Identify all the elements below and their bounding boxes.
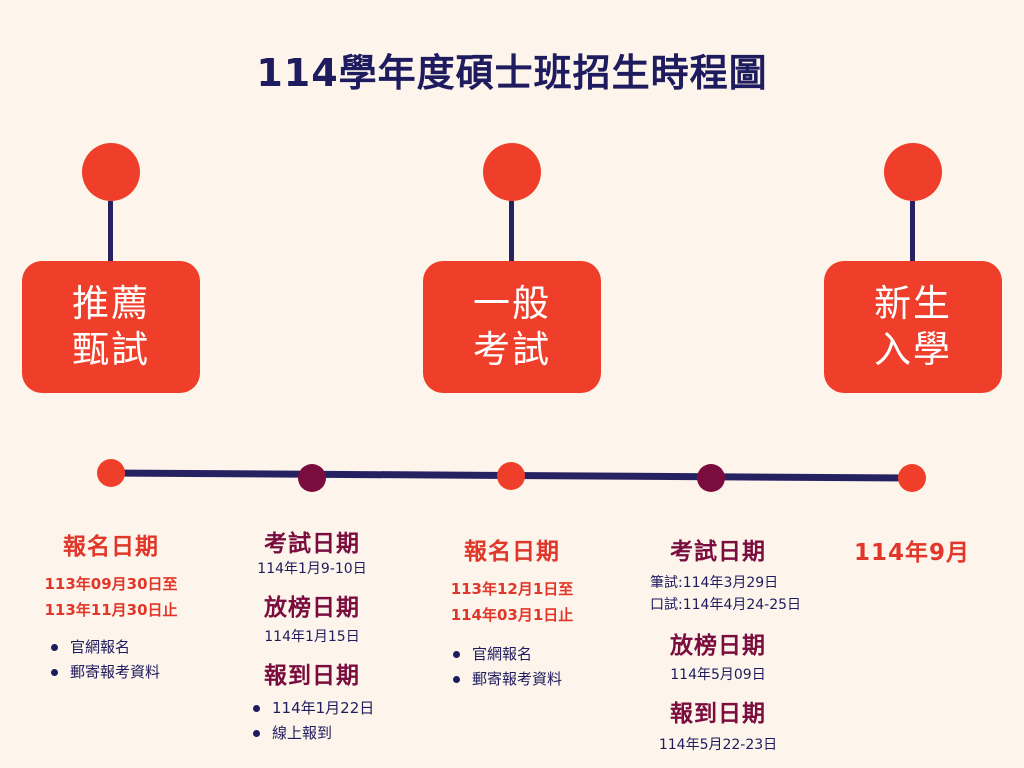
stage-box-general-exam: 一般 考試	[423, 261, 601, 393]
stage-label-line1: 新生	[874, 282, 952, 325]
exam-date: 114年1月9-10日	[257, 561, 367, 577]
registration-date-end: 113年11月30日止	[44, 601, 178, 619]
registration-heading: 報名日期	[63, 534, 159, 560]
page-title: 114學年度碩士班招生時程圖	[256, 51, 768, 95]
column-enrollment: 114年9月	[832, 533, 992, 567]
list-item: 官網報名	[48, 635, 202, 660]
pin-circle-1	[82, 143, 140, 201]
column-recommendation-exam: 考試日期 114年1月9-10日 放榜日期 114年1月15日 報到日期 114…	[222, 524, 402, 746]
stage-label-line1: 推薦	[72, 282, 150, 325]
registration-date-start: 113年09月30日至	[44, 575, 178, 593]
pin-circle-2	[483, 143, 541, 201]
result-heading: 放榜日期	[670, 633, 766, 659]
registration-heading: 報名日期	[464, 539, 560, 565]
result-heading: 放榜日期	[264, 595, 360, 621]
register-date: 114年5月22-23日	[658, 737, 778, 753]
list-item: 郵寄報考資料	[450, 667, 604, 692]
stage-box-recommendation: 推薦 甄試	[22, 261, 200, 393]
register-heading: 報到日期	[264, 663, 360, 689]
pin-stem-2	[509, 201, 514, 261]
timeline-node-5	[898, 464, 926, 492]
column-general-registration: 報名日期 113年12月1日至 114年03月1日止 官網報名 郵寄報考資料	[420, 532, 604, 692]
registration-date-start: 113年12月1日至	[450, 580, 574, 598]
timeline-node-3	[497, 462, 525, 490]
written-exam-date: 筆試:114年3月29日	[650, 575, 779, 591]
timeline-node-2	[298, 464, 326, 492]
stage-label-line2: 考試	[473, 328, 551, 371]
list-item: 官網報名	[450, 642, 604, 667]
result-date: 114年1月15日	[264, 629, 360, 645]
stage-label-line1: 一般	[473, 282, 551, 325]
list-item: 線上報到	[250, 721, 402, 746]
oral-exam-date: 口試:114年4月24-25日	[650, 597, 802, 613]
register-heading: 報到日期	[670, 701, 766, 727]
exam-heading: 考試日期	[264, 531, 360, 557]
timeline-node-1	[97, 459, 125, 487]
stage-box-enrollment: 新生 入學	[824, 261, 1002, 393]
column-recommendation-registration: 報名日期 113年09月30日至 113年11月30日止 官網報名 郵寄報考資料	[20, 527, 202, 685]
timeline-node-4	[697, 464, 725, 492]
exam-heading: 考試日期	[670, 539, 766, 565]
stage-label-line2: 入學	[874, 328, 952, 371]
list-item: 郵寄報考資料	[48, 660, 202, 685]
list-item: 114年1月22日	[250, 696, 402, 721]
registration-methods: 官網報名 郵寄報考資料	[450, 642, 604, 692]
enrollment-date: 114年9月	[853, 540, 970, 566]
registration-methods: 官網報名 郵寄報考資料	[48, 635, 202, 685]
pin-stem-1	[108, 201, 113, 261]
pin-circle-3	[884, 143, 942, 201]
result-date: 114年5月09日	[670, 667, 766, 683]
column-general-exam: 考試日期 筆試:114年3月29日 口試:114年4月24-25日 放榜日期 1…	[620, 532, 816, 756]
registration-date-end: 114年03月1日止	[450, 606, 574, 624]
register-details: 114年1月22日 線上報到	[250, 696, 402, 746]
pin-stem-3	[910, 201, 915, 261]
stage-label-line2: 甄試	[72, 328, 150, 371]
